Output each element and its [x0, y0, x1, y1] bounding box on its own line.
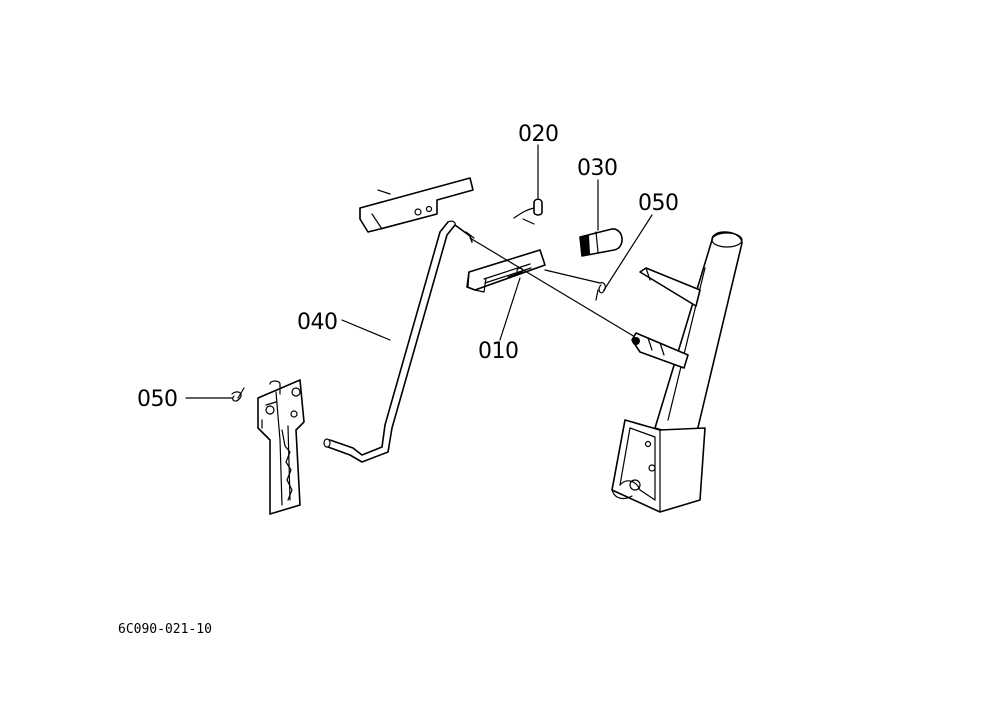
link-line-2 [544, 269, 601, 284]
leader-lines [185, 144, 653, 399]
link-line [469, 237, 641, 341]
callout-030: 030 [577, 156, 618, 181]
leader-050-right [603, 214, 653, 291]
callout-050-right: 050 [638, 191, 679, 216]
leader-010 [499, 277, 521, 341]
part-050-cotter-pin-right [595, 282, 606, 301]
pedal-plate [257, 379, 305, 515]
part-010-slotted-bracket [466, 249, 546, 293]
callout-040: 040 [297, 310, 338, 335]
callout-020: 020 [518, 122, 559, 147]
post-assembly [611, 231, 743, 513]
callout-010: 010 [478, 339, 519, 364]
part-040-rod [323, 220, 475, 463]
callout-050-left: 050 [137, 387, 178, 412]
part-030-grip [579, 228, 623, 257]
part-050-cotter-pin-left [231, 387, 245, 402]
upper-left-bracket [359, 177, 474, 233]
drawing-code: 6C090-021-10 [118, 622, 212, 637]
leader-040 [341, 319, 391, 341]
part-020-clip [513, 198, 543, 225]
